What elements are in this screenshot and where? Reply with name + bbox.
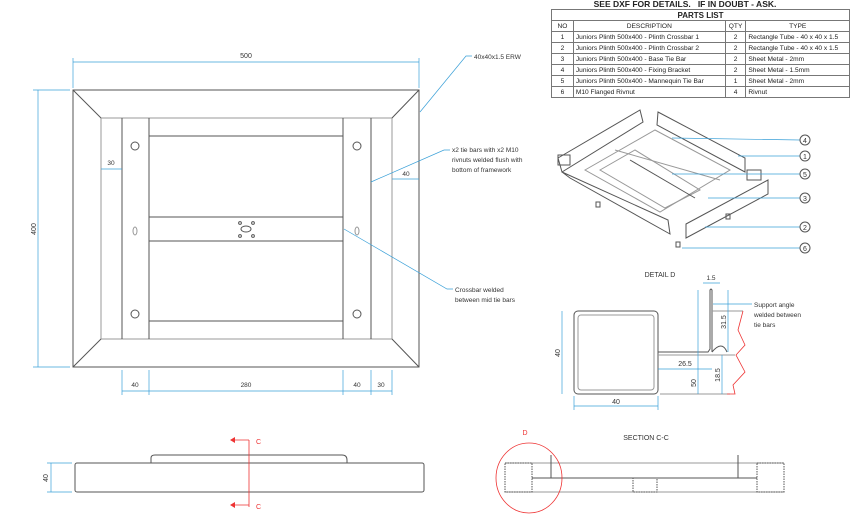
- detail-d-title: DETAIL D: [645, 272, 676, 279]
- callout-tube: 40x40x1.5 ERW: [474, 54, 522, 61]
- section-label-bottom: C: [256, 504, 261, 511]
- dim-width: 500: [240, 53, 252, 60]
- dim-height: 400: [31, 223, 38, 235]
- detail-label: D: [522, 430, 527, 437]
- dim-left-gap: 30: [107, 160, 115, 167]
- dim-thickness: 1.5: [706, 275, 715, 282]
- section-view: SECTION C-C D: [495, 430, 785, 514]
- rivnut-hole: [130, 309, 140, 319]
- dim-offset: 26.5: [678, 361, 692, 368]
- dim-total-height: 50: [691, 379, 698, 387]
- dim-tube-width: 40: [612, 399, 620, 406]
- balloon-5: 5: [672, 168, 811, 180]
- svg-text:5: 5: [803, 172, 807, 179]
- callout-tie-bars-3: bottom of framework: [452, 167, 512, 174]
- rivnut-hole: [352, 141, 362, 151]
- callout-tie-bars-2: rivnuts welded flush with: [452, 157, 523, 164]
- cell-description: M10 Flanged Rivnut: [572, 86, 726, 98]
- section-title: SECTION C-C: [623, 435, 669, 442]
- side-dim-height: 40: [43, 474, 50, 482]
- balloon-1: 1: [738, 150, 811, 162]
- dim-angle-height: 31.5: [721, 315, 728, 329]
- balloon-3: 3: [708, 192, 811, 204]
- detail-callout-2: welded between: [753, 312, 801, 319]
- svg-text:6: 6: [803, 246, 807, 253]
- balloon-4: 4: [671, 134, 811, 146]
- header-note: SEE DXF FOR DETAILS. IF IN DOUBT - ASK.: [593, 0, 777, 9]
- dim-bottom-1: 40: [131, 382, 139, 389]
- isometric-view: 4 1 5 3 2 6: [557, 109, 811, 254]
- cell-type: Rivnut: [745, 86, 850, 98]
- dim-lower: 18.5: [715, 368, 722, 382]
- rivnut-hole: [352, 309, 362, 319]
- dim-bottom-2: 280: [241, 382, 252, 389]
- dim-right-tube: 40: [402, 171, 410, 178]
- side-view: 40 C C: [43, 437, 425, 511]
- plan-view: 500 400 30 40 40 280 40 30 40x40x1.5 ERW…: [31, 53, 523, 395]
- detail-d: DETAIL D 40 40 26.5 50 31.5 18.5 1.5 Sup…: [555, 272, 801, 410]
- dim-bottom-3: 40: [353, 382, 361, 389]
- svg-text:3: 3: [803, 196, 807, 203]
- svg-text:2: 2: [803, 225, 807, 232]
- balloon-2: 2: [705, 221, 811, 233]
- callout-crossbar-2: between mid tie bars: [455, 297, 516, 304]
- detail-callout-1: Support angle: [754, 302, 795, 309]
- callout-tie-bars-1: x2 tie bars with x2 M10: [452, 147, 519, 154]
- callout-crossbar-1: Crossbar welded: [455, 287, 504, 294]
- detail-callout-3: tie bars: [754, 322, 776, 329]
- svg-text:1: 1: [803, 154, 807, 161]
- dim-bottom-4: 30: [377, 382, 385, 389]
- section-label-top: C: [256, 439, 261, 446]
- detail-d-circle: [495, 442, 563, 514]
- balloon-6: 6: [682, 242, 811, 254]
- rivnut-hole: [130, 141, 140, 151]
- svg-text:4: 4: [803, 138, 807, 145]
- dim-tube-height: 40: [555, 349, 562, 357]
